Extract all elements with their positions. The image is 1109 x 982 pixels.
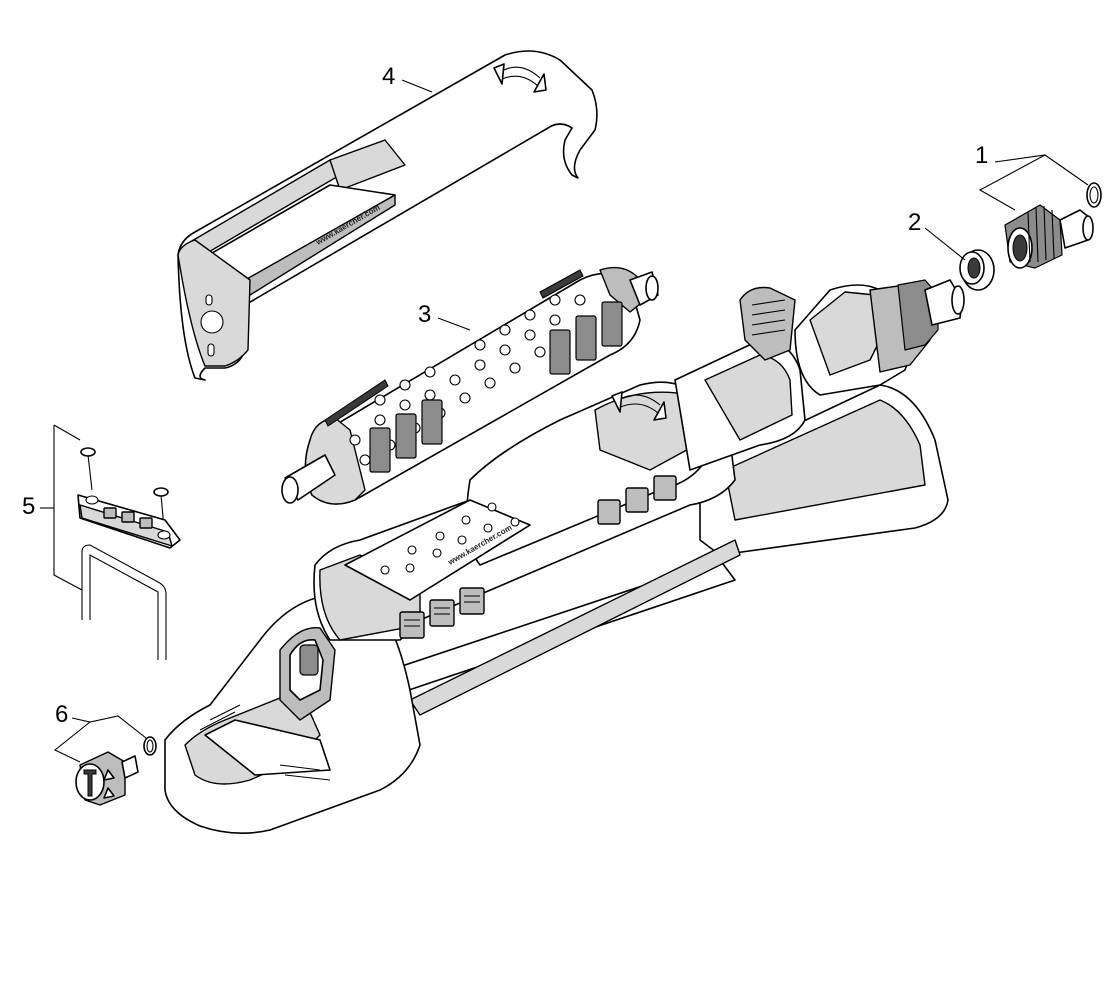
- part-label-2: 2: [908, 209, 921, 236]
- part-5-mount-kit: [77, 447, 181, 660]
- part-6-end-cap: [75, 736, 157, 806]
- body-ribs: [399, 475, 677, 639]
- part-label-6: 6: [55, 701, 68, 728]
- curved-double-arrow-icon: [611, 391, 667, 421]
- part-label-5: 5: [22, 493, 35, 520]
- part-1-hose-connector: [1004, 182, 1102, 269]
- part-3-nozzle-cylinder: [281, 266, 659, 505]
- sprinkler-main-body: www.kaercher.com: [313, 279, 965, 641]
- part-4-cover: www.kaercher.com: [177, 50, 598, 381]
- cylinder-clips: [324, 269, 623, 473]
- sprinkler-base-frame: [164, 384, 949, 834]
- part-number-labels: 1 2 3 4 5 6: [22, 63, 988, 728]
- leader-lines: [40, 79, 1089, 763]
- curved-double-arrow-icon: [493, 63, 547, 93]
- part-2-seal-ring: [959, 249, 995, 291]
- part-label-4: 4: [382, 63, 395, 90]
- body-nozzle-holes: [380, 502, 520, 575]
- part-label-1: 1: [975, 142, 988, 169]
- part-label-3: 3: [418, 301, 431, 328]
